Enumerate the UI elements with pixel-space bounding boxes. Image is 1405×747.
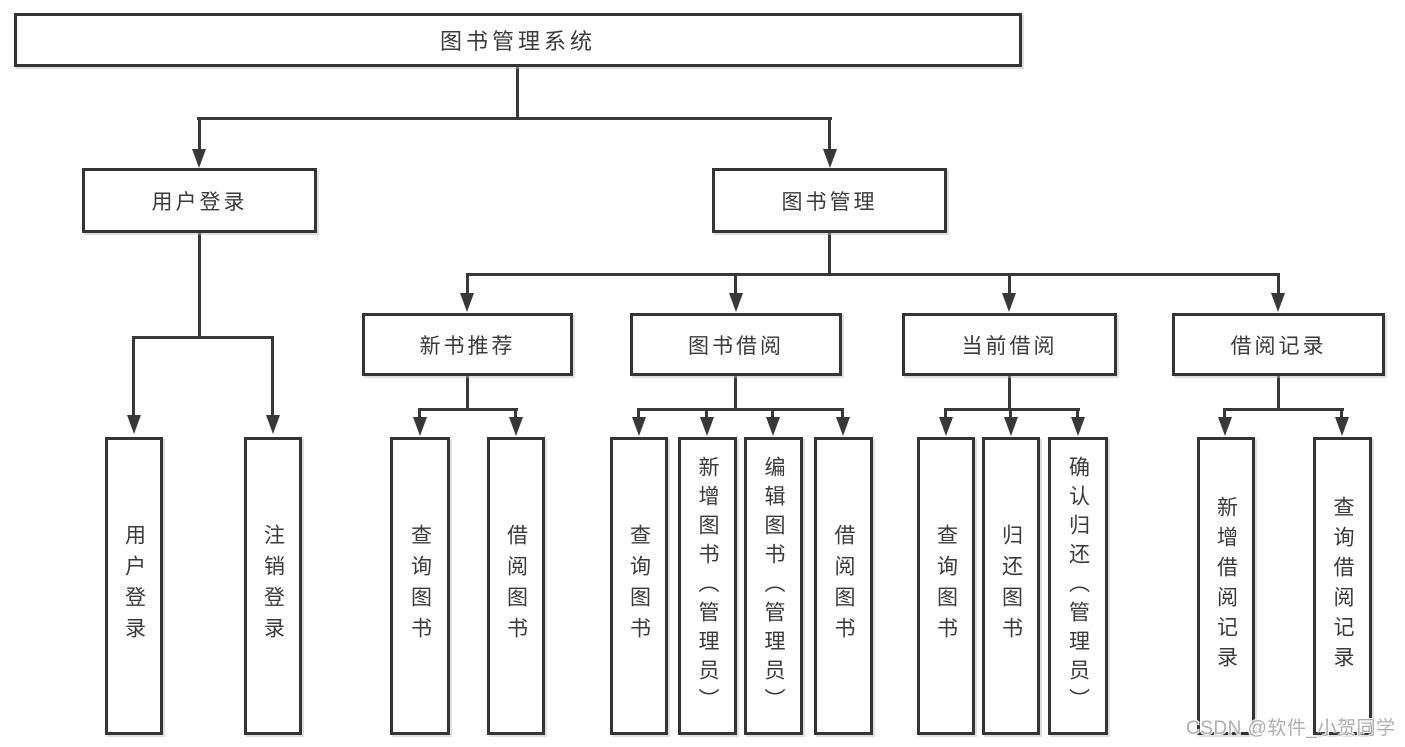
arrow-down-icon [192, 149, 206, 168]
arrow-down-icon [266, 415, 280, 434]
connector-line [1223, 408, 1226, 418]
connector-line [638, 408, 844, 411]
node-label: 图书管理 [781, 190, 878, 214]
connector-line [1008, 376, 1011, 411]
node-label: 用户登录 [122, 524, 146, 648]
leaf-query-borrow-record: 查询借阅记录 [1313, 437, 1372, 735]
arrow-down-icon [836, 417, 850, 436]
connector-line [828, 233, 831, 276]
node-label: 当前借阅 [961, 334, 1058, 358]
arrow-down-icon [460, 293, 474, 312]
node-label: 查询图书 [408, 524, 432, 648]
connector-line [734, 273, 737, 294]
arrow-down-icon [766, 417, 780, 436]
node-label: 查询图书 [934, 524, 958, 648]
leaf-query-books: 查询图书 [610, 437, 668, 735]
node-label: 归还图书 [999, 524, 1023, 648]
connector-line [841, 408, 844, 418]
connector-line [771, 408, 774, 418]
leaf-return-books: 归还图书 [982, 437, 1040, 735]
leaf-borrow-books: 借阅图书 [487, 437, 545, 735]
leaf-add-book-admin: 新增图书（管理员） [678, 437, 737, 735]
connector-line [637, 408, 640, 418]
node-label: 新书推荐 [419, 334, 516, 358]
node-current-borrow: 当前借阅 [902, 313, 1117, 376]
node-root-system: 图书管理系统 [14, 13, 1022, 67]
arrow-down-icon [729, 293, 743, 312]
arrow-down-icon [413, 417, 427, 436]
arrow-down-icon [127, 415, 141, 434]
arrow-down-icon [1218, 417, 1232, 436]
leaf-query-books: 查询图书 [390, 437, 450, 735]
leaf-add-borrow-record: 新增借阅记录 [1197, 437, 1255, 735]
node-book-borrow: 图书借阅 [630, 313, 842, 376]
arrow-down-icon [1271, 293, 1285, 312]
csdn-watermark: CSDN @软件_小贺同学 [1186, 718, 1396, 739]
connector-line [466, 376, 469, 411]
node-label: 确认归还（管理员） [1066, 455, 1090, 717]
arrow-down-icon [1335, 417, 1349, 436]
node-borrow-record: 借阅记录 [1172, 313, 1385, 376]
connector-line [418, 408, 518, 411]
node-label: 查询借阅记录 [1331, 496, 1354, 676]
node-label: 新增借阅记录 [1214, 496, 1238, 676]
connector-line [1224, 408, 1344, 411]
node-label: 用户登录 [151, 190, 248, 214]
connector-line [418, 408, 421, 418]
connector-line [133, 336, 274, 339]
node-label: 图书管理系统 [439, 29, 596, 54]
arrow-down-icon [632, 417, 646, 436]
connector-line [514, 408, 517, 418]
connector-line [1008, 273, 1011, 294]
connector-line [271, 336, 274, 415]
node-label: 借阅图书 [832, 524, 855, 648]
connector-line [198, 117, 201, 150]
leaf-user-login: 用户登录 [105, 437, 163, 735]
arrow-down-icon [509, 417, 523, 436]
connector-line [945, 408, 1080, 411]
connector-line [197, 117, 832, 120]
arrow-down-icon [1004, 417, 1018, 436]
node-user-login: 用户登录 [82, 168, 317, 233]
connector-line [944, 408, 947, 418]
connector-line [828, 117, 831, 150]
connector-line [1076, 408, 1079, 418]
arrow-down-icon [823, 149, 837, 168]
node-new-book-recommend: 新书推荐 [362, 313, 573, 376]
node-label: 借阅记录 [1230, 334, 1327, 358]
connector-line [1009, 408, 1012, 418]
connector-line [198, 233, 201, 339]
node-book-management: 图书管理 [712, 168, 947, 233]
node-label: 新增图书（管理员） [696, 455, 719, 717]
connector-line [734, 376, 737, 411]
arrow-down-icon [700, 417, 714, 436]
leaf-borrow-books: 借阅图书 [814, 437, 873, 735]
node-label: 借阅图书 [504, 524, 528, 648]
connector-line [705, 408, 708, 418]
arrow-down-icon [939, 417, 953, 436]
node-label: 编辑图书（管理员） [762, 455, 785, 717]
connector-line [1340, 408, 1343, 418]
connector-line [132, 336, 135, 415]
leaf-edit-book-admin: 编辑图书（管理员） [744, 437, 803, 735]
connector-line [1277, 376, 1280, 411]
connector-line [466, 273, 1280, 276]
connector-line [1277, 273, 1280, 294]
leaf-logout: 注销登录 [244, 437, 302, 735]
leaf-confirm-return-admin: 确认归还（管理员） [1048, 437, 1108, 735]
connector-line [516, 67, 519, 117]
node-label: 查询图书 [627, 524, 651, 648]
connector-line [466, 273, 469, 294]
leaf-query-books: 查询图书 [917, 437, 975, 735]
arrow-down-icon [1002, 293, 1016, 312]
node-label: 图书借阅 [688, 334, 784, 358]
arrow-down-icon [1071, 417, 1085, 436]
node-label: 注销登录 [261, 524, 285, 648]
